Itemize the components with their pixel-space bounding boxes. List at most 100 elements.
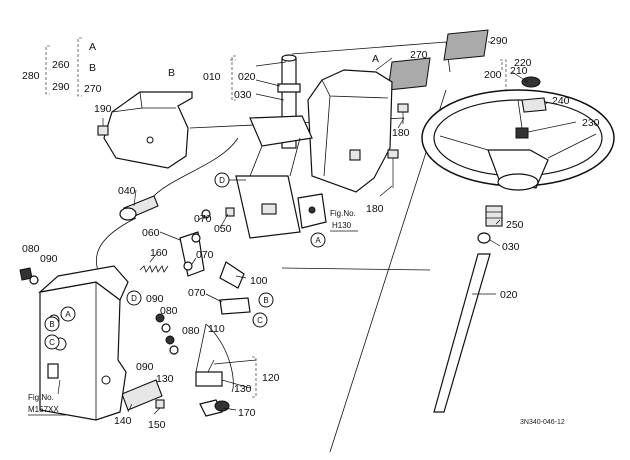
ref-marker-b-left: B bbox=[44, 316, 60, 332]
steering-wheel bbox=[421, 89, 615, 191]
callout-190: 190 bbox=[94, 103, 112, 115]
pin-140 bbox=[121, 379, 163, 411]
ref-d-left-text: D bbox=[131, 294, 137, 303]
leader-lines bbox=[57, 57, 577, 415]
callout-b-1: B bbox=[89, 62, 96, 74]
callout-030-a: 030 bbox=[234, 89, 252, 101]
callout-010: 010 bbox=[203, 71, 221, 83]
callout-080-a: 080 bbox=[22, 243, 40, 255]
callout-100: 100 bbox=[250, 275, 268, 287]
callout-030-b: 030 bbox=[502, 241, 520, 253]
callout-070-b: 070 bbox=[196, 249, 214, 261]
callout-200: 200 bbox=[484, 69, 502, 81]
ref-marker-c-left: C bbox=[44, 334, 60, 350]
callout-050: 050 bbox=[214, 223, 232, 235]
bolt-180-lower bbox=[387, 149, 399, 188]
collar-030-lower bbox=[477, 232, 491, 244]
callout-280: 280 bbox=[22, 70, 40, 82]
spring-160 bbox=[139, 265, 169, 273]
group-bracket-010 bbox=[231, 55, 236, 101]
bearing-250 bbox=[485, 205, 503, 227]
bracket-110 bbox=[219, 297, 251, 315]
nut-stack-center bbox=[155, 313, 179, 355]
ref-a-mid-text: A bbox=[315, 236, 321, 245]
callout-270-a: 270 bbox=[84, 83, 102, 95]
washer-230 bbox=[515, 127, 529, 139]
callout-230: 230 bbox=[582, 117, 600, 129]
callout-a-1: A bbox=[89, 41, 96, 53]
ref-c-mid-text: C bbox=[257, 316, 263, 325]
drawing-number: 3N340-046-12 bbox=[520, 419, 565, 426]
cable-040 bbox=[96, 137, 239, 277]
ref-b-mid-text: B bbox=[263, 296, 268, 305]
ref-marker-d-top: D bbox=[214, 172, 246, 188]
steering-cover-a bbox=[307, 69, 393, 193]
part-callouts: 280 260 290 A B 270 B 190 010 020 030 A … bbox=[22, 35, 600, 431]
callout-090-c: 090 bbox=[136, 361, 154, 373]
ref-d-top-text: D bbox=[219, 176, 225, 185]
callout-130-a: 130 bbox=[156, 373, 174, 385]
group-bracket-280 bbox=[45, 37, 82, 97]
callout-270-b: 270 bbox=[410, 49, 428, 61]
fig-ref-m157-line1: Fig.No. bbox=[28, 393, 54, 402]
ref-marker-c-mid: C bbox=[252, 312, 268, 328]
callout-130-b: 130 bbox=[234, 383, 252, 395]
ref-marker-a-mid: A bbox=[310, 232, 326, 248]
bolt-150 bbox=[155, 399, 165, 409]
callout-250: 250 bbox=[506, 219, 524, 231]
fig-ref-h130-line2: H130 bbox=[332, 221, 352, 230]
callout-110: 110 bbox=[208, 323, 225, 335]
nut-240 bbox=[521, 97, 547, 113]
fig-ref-h130: Fig.No. H130 bbox=[330, 209, 358, 232]
callout-260: 260 bbox=[52, 59, 70, 71]
callout-240: 240 bbox=[552, 95, 570, 107]
ref-a-left-text: A bbox=[65, 310, 71, 319]
fig-ref-h130-line1: Fig.No. bbox=[330, 209, 356, 218]
callout-150: 150 bbox=[148, 419, 166, 431]
steering-cover-b bbox=[103, 91, 193, 169]
callout-020-b: 020 bbox=[500, 289, 518, 301]
callout-090-a: 090 bbox=[40, 253, 58, 265]
bolt-190 bbox=[97, 118, 109, 136]
sensor-fig-h130 bbox=[297, 193, 327, 229]
fig-ref-m157: Fig.No. M157XX bbox=[28, 393, 66, 416]
group-bracket-200 bbox=[230, 59, 507, 92]
callout-060: 060 bbox=[142, 227, 160, 239]
bolt-180-upper bbox=[397, 103, 409, 124]
ref-marker-a-left: A bbox=[60, 306, 76, 322]
ref-marker-b-mid: B bbox=[258, 292, 274, 308]
callout-040: 040 bbox=[118, 185, 136, 197]
ref-b-left-text: B bbox=[49, 320, 54, 329]
fig-ref-m157-line2: M157XX bbox=[28, 405, 59, 414]
callout-180-b: 180 bbox=[366, 203, 384, 215]
callout-b-2: B bbox=[168, 67, 175, 79]
rod-130 bbox=[195, 323, 234, 393]
callout-120: 120 bbox=[262, 372, 280, 384]
lower-shaft-020 bbox=[433, 253, 491, 413]
cam-plate-100 bbox=[219, 261, 245, 289]
rod-end-120 bbox=[195, 359, 223, 387]
decal-270 bbox=[387, 57, 431, 91]
decal-290 bbox=[443, 29, 492, 61]
callout-090-b: 090 bbox=[146, 293, 164, 305]
callout-a-2: A bbox=[372, 53, 379, 65]
nut-washer-080-left bbox=[19, 267, 39, 285]
hub-cap-220 bbox=[521, 76, 541, 88]
washers-070 bbox=[183, 209, 211, 271]
callout-210: 210 bbox=[510, 65, 528, 77]
callout-180-a: 180 bbox=[392, 127, 410, 139]
callout-290-a: 290 bbox=[52, 81, 70, 93]
callout-170: 170 bbox=[238, 407, 256, 419]
callout-080-c: 080 bbox=[182, 325, 200, 337]
callout-020-a: 020 bbox=[238, 71, 256, 83]
callout-160: 160 bbox=[150, 247, 168, 259]
ref-marker-d-left: D bbox=[126, 290, 142, 306]
callout-290-b: 290 bbox=[490, 35, 508, 47]
callout-220: 220 bbox=[514, 57, 532, 69]
column-bracket bbox=[235, 115, 313, 239]
group-bracket-120 bbox=[252, 356, 257, 398]
callout-140: 140 bbox=[114, 415, 132, 427]
callout-080-b: 080 bbox=[160, 305, 178, 317]
bolt-050 bbox=[225, 207, 235, 217]
